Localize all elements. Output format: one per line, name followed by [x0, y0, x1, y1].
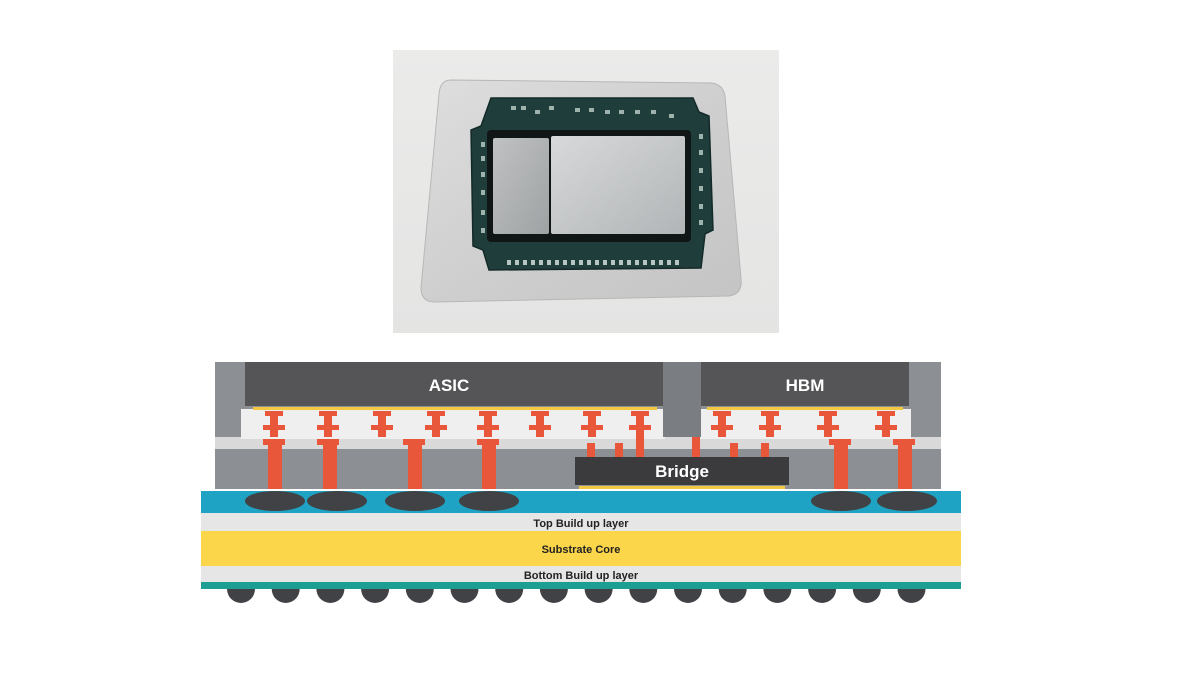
- bga-ball: [450, 589, 479, 603]
- bga-ball: [718, 589, 747, 603]
- bga-ball: [674, 589, 702, 603]
- hbm-die: [701, 362, 909, 406]
- photo-hbm-die: [493, 138, 549, 234]
- bga-ball: [316, 589, 345, 603]
- bridge-die: [575, 457, 789, 485]
- substrate-bottom-band: [201, 582, 961, 589]
- photo-asic-die: [551, 136, 685, 234]
- mold-gap: [663, 362, 701, 437]
- substrate-core-label: Substrate Core: [542, 544, 621, 556]
- copper-pillars: [263, 439, 915, 489]
- bga-ball: [539, 589, 568, 603]
- bga-ball: [584, 589, 613, 603]
- asic-label: ASIC: [429, 376, 470, 395]
- substrate-pads: [481, 106, 703, 233]
- bga-ball: [405, 589, 434, 603]
- bga-ball: [852, 589, 881, 603]
- bga-ball: [629, 589, 658, 603]
- substrate-bottom-pads: [507, 260, 679, 265]
- asic-die: [245, 362, 663, 406]
- c4-bumps: [245, 491, 937, 511]
- substrate-core: [201, 531, 961, 566]
- chip-package-photo: [393, 50, 779, 333]
- asic-die-pad-strip: [253, 407, 657, 410]
- bridge-label: Bridge: [655, 462, 709, 481]
- microbumps: [263, 411, 897, 437]
- package-cross-section: ASIC HBM Bridge: [201, 362, 961, 603]
- top-buildup-layer: [201, 513, 961, 531]
- bga-balls: [227, 589, 926, 603]
- top-buildup-label: Top Build up layer: [533, 518, 629, 530]
- interposer-top-strip: [215, 437, 941, 449]
- bottom-buildup-layer: [201, 566, 961, 582]
- hbm-die-pad-strip: [707, 407, 903, 410]
- bga-ball: [271, 589, 300, 603]
- underfill-asic: [241, 409, 665, 439]
- underfill-hbm: [699, 409, 911, 439]
- bga-ball: [763, 589, 792, 603]
- bridge-pad-strip: [579, 486, 785, 489]
- bga-ball: [897, 589, 926, 603]
- bga-ball: [361, 589, 390, 603]
- bga-ball: [808, 589, 837, 603]
- bga-ball: [495, 589, 524, 603]
- bottom-buildup-label: Bottom Build up layer: [524, 570, 639, 582]
- hbm-label: HBM: [786, 376, 825, 395]
- bridge-bumps: [587, 437, 769, 457]
- bga-ball: [227, 589, 255, 603]
